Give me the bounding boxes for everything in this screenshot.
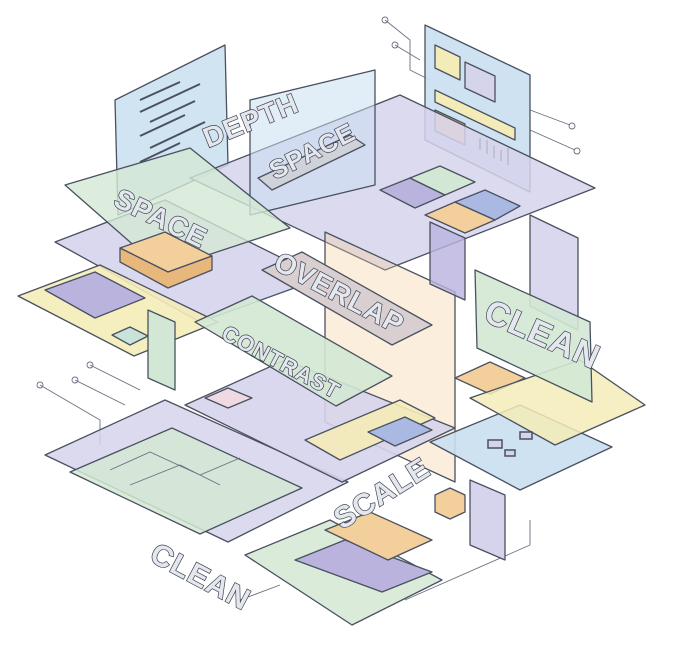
blue-tile bbox=[367, 416, 433, 447]
clean-panel bbox=[474, 269, 593, 403]
purple-panel bbox=[429, 221, 466, 301]
orange-box-side bbox=[119, 247, 213, 289]
contrast-panel bbox=[194, 295, 393, 407]
tower bbox=[147, 309, 176, 391]
central-plate bbox=[184, 359, 456, 483]
clean-bottom-label: CLEAN bbox=[145, 537, 256, 617]
bottom-orange-tile bbox=[324, 511, 433, 561]
space-panel bbox=[64, 147, 291, 271]
orange-cube bbox=[434, 487, 466, 520]
purple-tile bbox=[44, 271, 146, 319]
space-label-block bbox=[257, 134, 366, 191]
overlap-label-block bbox=[261, 251, 433, 346]
circuit-traces bbox=[109, 451, 241, 486]
tile bbox=[454, 189, 521, 221]
pink-tile bbox=[204, 387, 253, 409]
tile bbox=[409, 165, 476, 196]
right-pillar bbox=[469, 479, 506, 561]
yellow-tile bbox=[304, 399, 436, 461]
circuit-plate bbox=[69, 427, 303, 535]
bottom-purple-tile bbox=[294, 539, 433, 593]
mini-chart bbox=[487, 431, 533, 457]
